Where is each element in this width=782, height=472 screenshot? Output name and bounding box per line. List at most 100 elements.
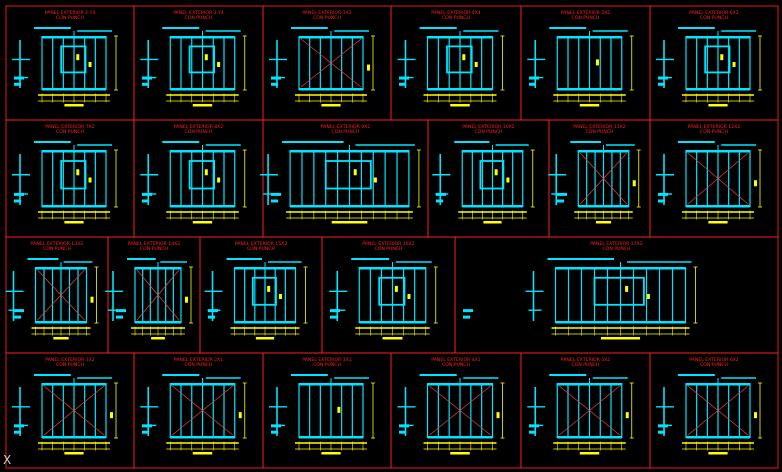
- panel-title: PANEL EXTERIOR 12X2: [688, 124, 740, 130]
- panel-title: PANEL EXTERIOR 4X1: [431, 357, 481, 363]
- dimension-label-block: [595, 221, 612, 224]
- window-tag: [506, 177, 510, 183]
- diagonal-brace: [172, 385, 233, 436]
- panel-subtitle: CON PUNCH: [56, 129, 84, 135]
- annotation-bar: [14, 424, 24, 428]
- annotation-bar: [436, 199, 443, 203]
- window-opening: [188, 160, 216, 190]
- window-tag: [474, 62, 478, 67]
- window-opening: [188, 45, 216, 74]
- annotation-bar: [116, 315, 123, 319]
- annotation-bar: [142, 76, 152, 80]
- dimension-label-block: [579, 452, 600, 455]
- annotation-bar: [142, 424, 152, 428]
- panel-title: PANEL EXTERIOR 6X2: [689, 10, 739, 16]
- annotation-bar: [14, 430, 21, 434]
- panel-title: PANEL EXTERIOR 2.Y4: [173, 10, 224, 16]
- window-opening: [479, 160, 505, 190]
- diagonal-brace: [136, 269, 180, 321]
- panel-subtitle: CON PUNCH: [700, 362, 728, 368]
- annotation-bar: [271, 82, 278, 86]
- window-tag: [462, 54, 466, 61]
- annotation-bar: [557, 192, 567, 196]
- annotation-bar: [399, 430, 406, 434]
- annotation-bar: [116, 309, 126, 313]
- dimension-label-block: [192, 221, 213, 224]
- panel-title: PANEL EXTERIOR 1X2: [45, 357, 95, 363]
- window-opening: [446, 45, 473, 74]
- dimension-label-block: [708, 221, 728, 224]
- window-opening: [251, 276, 277, 306]
- dimension-label-block: [64, 221, 84, 224]
- annotation-bar: [463, 315, 470, 319]
- panel-title: PANEL EXTERIOR 10X2: [462, 124, 514, 130]
- annotation-bar: [557, 199, 564, 203]
- dimension-label-block: [321, 104, 341, 107]
- panel-subtitle: CON PUNCH: [247, 246, 275, 252]
- window-tag: [217, 62, 221, 67]
- panel-title: PANEL EXTERIOR 15X2: [235, 241, 287, 247]
- window-tag: [646, 294, 650, 299]
- panel-subtitle: CON PUNCH: [56, 15, 84, 21]
- annotation-bar: [271, 192, 281, 196]
- window-tag: [204, 54, 208, 61]
- annotation-bar: [14, 192, 24, 196]
- panel-subtitle: CON PUNCH: [572, 362, 600, 368]
- annotation-bar: [142, 199, 149, 203]
- window-tag: [76, 169, 80, 176]
- dimension-label-block: [64, 104, 84, 107]
- annotation-bar: [399, 82, 406, 86]
- annotation-bar: [142, 192, 152, 196]
- annotation-bar: [529, 82, 536, 86]
- dimension-label-block: [382, 337, 403, 340]
- dimension-label-block: [331, 221, 368, 224]
- brace-tag: [625, 412, 629, 419]
- ucs-axis-label: X: [3, 453, 12, 467]
- annotation-bar: [14, 315, 21, 319]
- panel-subtitle: CON PUNCH: [313, 15, 341, 21]
- panel-subtitle: CON PUNCH: [185, 362, 213, 368]
- diagonal-brace: [687, 385, 749, 436]
- window-tag: [267, 285, 271, 292]
- panel-title: PANEL EXTERIOR 8X2: [174, 124, 224, 130]
- dimension-label-block: [708, 104, 728, 107]
- window-opening: [593, 276, 645, 306]
- annotation-bar: [142, 430, 149, 434]
- window-opening: [60, 45, 87, 74]
- panel-subtitle: CON PUNCH: [442, 362, 470, 368]
- annotation-bar: [14, 82, 21, 86]
- panel-title: PANEL EXTERIOR 4X4: [431, 10, 481, 16]
- window-tag: [278, 294, 282, 299]
- window-tag: [353, 169, 357, 176]
- window-tag: [217, 177, 221, 183]
- diagonal-brace: [429, 385, 491, 436]
- panel-subtitle: CON PUNCH: [185, 129, 213, 135]
- brace-tag: [185, 296, 188, 303]
- annotation-bar: [658, 82, 665, 86]
- panel-subtitle: CON PUNCH: [43, 246, 71, 252]
- panel-subtitle: CON PUNCH: [332, 129, 360, 135]
- window-tag: [625, 285, 629, 292]
- annotation-bar: [142, 82, 149, 86]
- diagonal-brace: [37, 269, 85, 321]
- diagonal-brace: [43, 385, 105, 436]
- brace-tag: [754, 180, 757, 187]
